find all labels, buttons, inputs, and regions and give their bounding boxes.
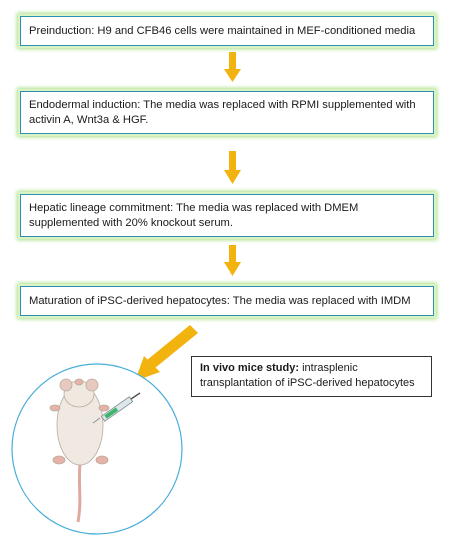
step-preinduction: Preinduction: H9 and CFB46 cells were ma… xyxy=(20,16,434,46)
syringe-icon xyxy=(92,392,141,424)
down-arrow-icon xyxy=(224,245,241,276)
in-vivo-study-box: In vivo mice study: intrasplenic transpl… xyxy=(191,356,432,397)
step-text: Preinduction: H9 and CFB46 cells were ma… xyxy=(29,25,416,37)
down-arrow-icon xyxy=(224,52,241,82)
step-maturation: Maturation of iPSC-derived hepatocytes: … xyxy=(20,286,434,316)
mouse-illustration xyxy=(49,378,110,523)
step-text: Maturation of iPSC-derived hepatocytes: … xyxy=(29,295,411,307)
down-arrow-icon xyxy=(224,151,241,184)
step-hepatic-lineage: Hepatic lineage commitment: The media wa… xyxy=(20,194,434,237)
step-endodermal-induction: Endodermal induction: The media was repl… xyxy=(20,91,434,134)
study-title: In vivo mice study: xyxy=(200,362,300,374)
step-text: Endodermal induction: The media was repl… xyxy=(29,99,416,126)
diagonal-arrow-icon xyxy=(135,325,198,381)
study-text: intrasplenic transplantation of iPSC-der… xyxy=(200,362,415,389)
step-text: Hepatic lineage commitment: The media wa… xyxy=(29,202,359,229)
